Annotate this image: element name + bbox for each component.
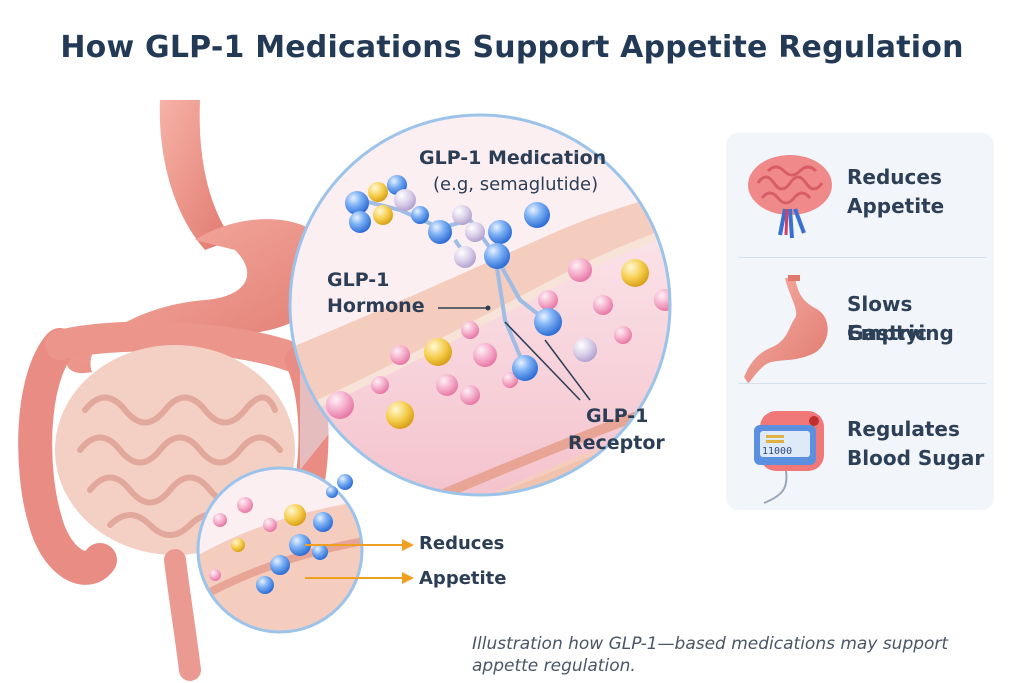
- magnified-gut-view: [196, 466, 364, 634]
- effect-arrows: [305, 539, 414, 584]
- divider: [738, 257, 986, 258]
- medication-label: GLP-1 Medication: [419, 147, 607, 169]
- medication-example-label: (e.g, semaglutide): [433, 174, 599, 195]
- esophagus: [159, 100, 232, 250]
- receptor-label-line2: Receptor: [568, 432, 665, 454]
- caption-line1: Illustration how GLP-1—based medications…: [472, 634, 949, 654]
- benefit-line1: Regulates: [847, 417, 960, 441]
- colon-ascending: [18, 328, 117, 585]
- glp1-medication-molecule: [345, 175, 562, 381]
- receptor-label-line1: GLP-1: [586, 405, 649, 427]
- benefit-regulates-blood-sugar: 11000 Regulates Blood Sugar: [726, 385, 994, 509]
- arrow-label-appetite: Appetite: [419, 568, 507, 589]
- caption-line2: appette regulation.: [472, 656, 636, 676]
- colon-transverse: [45, 321, 315, 375]
- benefit-line1: Reduces: [847, 165, 942, 189]
- hormone-label-line1: GLP-1: [327, 269, 390, 291]
- benefit-line2: Emptying: [847, 321, 954, 345]
- benefit-line2: Appetite: [847, 194, 945, 218]
- page-title: How GLP-1 Medications Support Appetite R…: [60, 30, 964, 65]
- arrow-label-reduces: Reduces: [419, 533, 505, 554]
- meter-reading: 11000: [762, 446, 792, 457]
- receptor-pointer: [504, 321, 581, 401]
- benefit-reduces-appetite: Reduces Appetite: [726, 133, 994, 257]
- stomach-icon: [744, 275, 828, 383]
- hormone-label-line2: Hormone: [327, 295, 425, 317]
- divider: [738, 383, 986, 384]
- benefit-line2: Blood Sugar: [847, 446, 985, 470]
- rectum: [164, 549, 201, 681]
- glucose-meter-icon: 11000: [754, 411, 824, 504]
- benefit-line1: Slows Gastric: [847, 292, 927, 345]
- benefit-slows-gastric-emptying: Slows Gastric Emptying: [726, 259, 994, 383]
- benefits-panel: Reduces Appetite Slows Gastric Emptying …: [726, 133, 994, 510]
- brain-icon: [748, 155, 832, 239]
- figure-caption: Illustration how GLP-1—based medications…: [472, 633, 1012, 677]
